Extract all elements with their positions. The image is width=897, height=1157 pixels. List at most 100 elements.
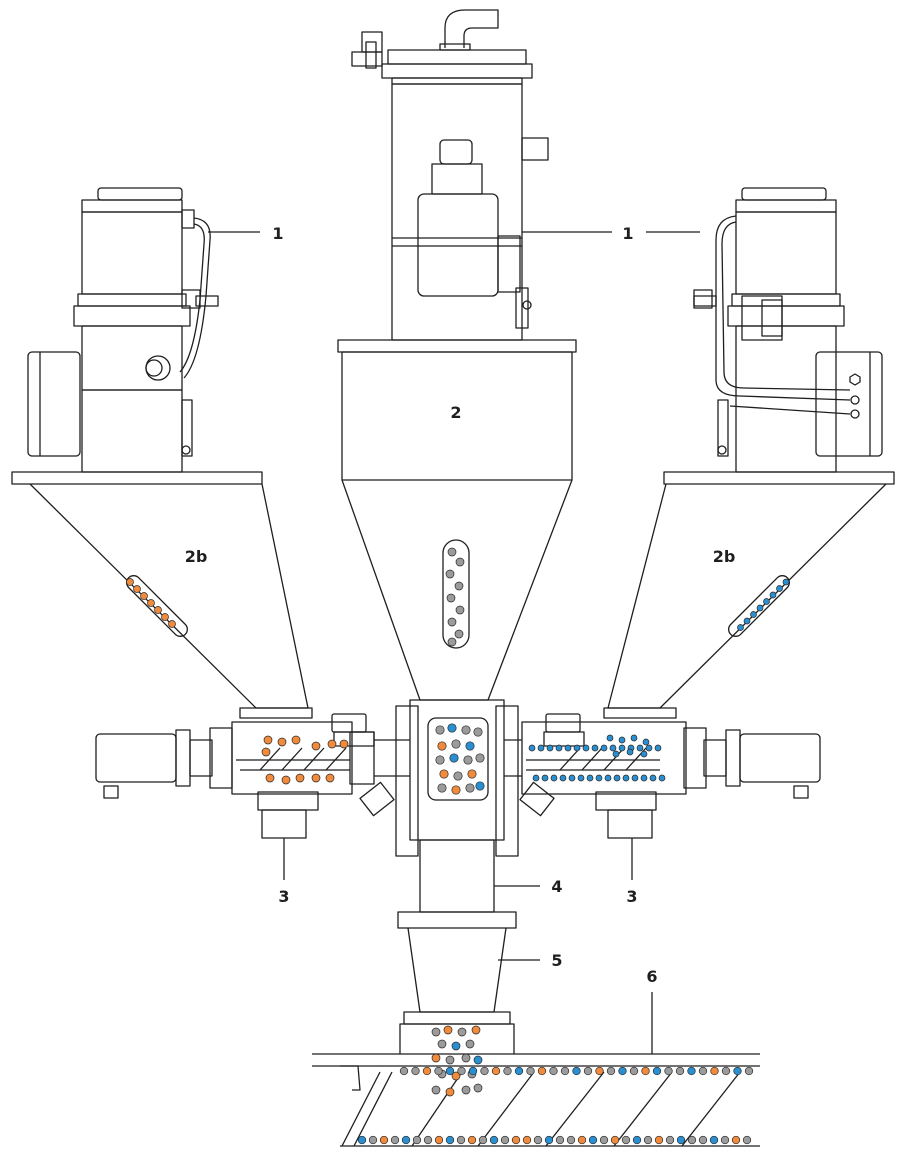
right-hopper: [603, 471, 895, 719]
pellet: [281, 775, 291, 785]
pellet: [733, 1066, 742, 1076]
pellet: [434, 1135, 444, 1145]
pellet: [541, 774, 549, 782]
label-hopper-left: 2b: [185, 547, 208, 566]
pellet: [776, 585, 783, 592]
pellet: [311, 741, 321, 751]
pellet: [665, 1135, 675, 1145]
pellet: [261, 747, 271, 757]
pellet: [600, 744, 608, 752]
pellet: [447, 723, 457, 733]
pellet: [475, 781, 485, 791]
pellet: [631, 774, 639, 782]
pellet: [622, 774, 630, 782]
pellet: [522, 1135, 532, 1145]
pellet: [468, 1066, 478, 1076]
pellet: [126, 578, 134, 586]
pellet: [161, 613, 169, 621]
pellet: [532, 774, 540, 782]
pellet: [390, 1135, 400, 1145]
pellet: [456, 1135, 466, 1145]
pellet: [618, 744, 626, 752]
label-feeder-right: 3: [626, 887, 637, 906]
pellet: [643, 1135, 653, 1145]
label-mixer-neck: 4: [551, 877, 562, 896]
pellet: [664, 1066, 673, 1076]
pellet: [577, 1135, 587, 1145]
pellet: [546, 744, 554, 752]
pellet: [500, 1135, 510, 1145]
pellet: [698, 1135, 708, 1145]
right-feeder: [521, 713, 821, 880]
pellet: [612, 750, 620, 758]
pellet: [710, 1066, 719, 1076]
right-loader: [693, 187, 883, 473]
pellet: [489, 1135, 499, 1145]
main-hopper: [337, 339, 577, 701]
pellet: [455, 557, 465, 567]
pellet: [606, 734, 614, 742]
pellet: [437, 1039, 447, 1049]
pellet: [636, 744, 644, 752]
pellet: [560, 1066, 570, 1076]
pellet: [742, 1135, 752, 1145]
label-adapter: 5: [551, 951, 562, 970]
pellet: [449, 753, 459, 763]
pellet: [445, 1087, 455, 1097]
pellet: [675, 1066, 685, 1076]
pellet: [698, 1066, 708, 1076]
pellet: [709, 1135, 719, 1145]
pellet: [537, 1066, 547, 1076]
pellet: [613, 774, 621, 782]
pellet: [744, 1066, 754, 1076]
pellet: [467, 769, 477, 779]
pellet: [573, 744, 581, 752]
pellet: [399, 1066, 409, 1076]
pellet: [467, 1135, 477, 1145]
pellet: [618, 1066, 627, 1076]
pellet: [526, 1066, 535, 1076]
pellet: [454, 629, 464, 639]
pellet: [431, 1027, 441, 1037]
pellet: [640, 774, 648, 782]
label-hopper-right: 2b: [713, 547, 736, 566]
pellet: [641, 1066, 650, 1076]
pellet: [750, 611, 757, 618]
pellet: [327, 739, 337, 749]
pellet: [583, 1066, 593, 1076]
pellet: [463, 755, 473, 765]
left-loader: [27, 187, 260, 473]
left-hopper: [11, 471, 313, 719]
pellet: [555, 744, 563, 752]
pellet: [263, 735, 273, 745]
pellet: [465, 741, 475, 751]
pellet: [423, 1135, 433, 1145]
pellet: [295, 773, 305, 783]
pellet: [763, 598, 770, 605]
pellet: [743, 617, 751, 625]
pellet: [568, 774, 576, 782]
pellet: [629, 1066, 639, 1076]
pellet: [265, 773, 275, 783]
pellet: [550, 774, 558, 782]
pellet: [446, 593, 456, 603]
label-loader-left: 1: [272, 224, 283, 243]
pellet: [586, 774, 594, 782]
pellet: [473, 727, 483, 737]
pellet: [445, 569, 455, 579]
pellet: [140, 592, 148, 600]
pellet: [609, 744, 617, 752]
center-loader: [351, 9, 700, 341]
pellet: [454, 581, 464, 591]
pellet: [640, 750, 648, 758]
pellet: [645, 744, 653, 752]
pellet: [451, 1071, 461, 1081]
pellet: [379, 1135, 389, 1145]
pellet: [453, 771, 463, 781]
pellet: [445, 1135, 455, 1145]
pellet: [599, 1135, 609, 1145]
label-hopper-main: 2: [450, 403, 461, 422]
pellet: [451, 1041, 461, 1051]
pellet: [582, 744, 590, 752]
